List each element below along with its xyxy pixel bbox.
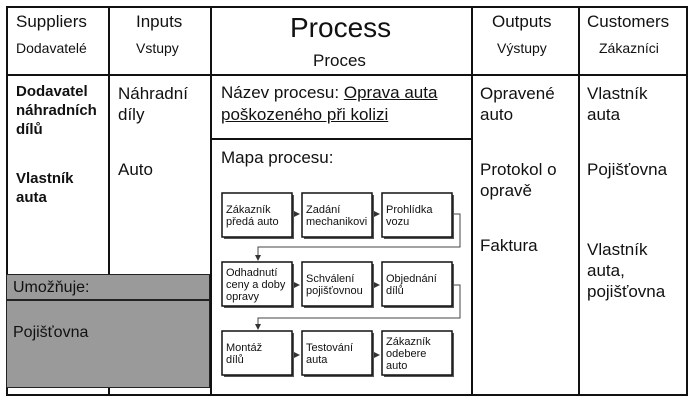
input-item: Náhradní díly: [118, 84, 188, 124]
enablers-divider: [7, 299, 209, 301]
process-step-box: [381, 192, 453, 238]
process-step-box: [381, 261, 453, 307]
enablers-title: Umožňuje:: [13, 279, 90, 296]
column-divider: [471, 6, 473, 396]
process-step-box: [301, 261, 373, 307]
input-item: Auto: [118, 160, 153, 179]
process-subheader: Proces: [313, 51, 366, 70]
process-name-label: Název procesu:: [221, 83, 340, 102]
output-item: Opravené auto: [480, 84, 555, 124]
sipoc-table: [6, 6, 688, 396]
inputs-header: Inputs: [136, 12, 183, 31]
supplier-item: Dodavatel náhradních dílů: [16, 83, 97, 138]
process-name-value: Oprava auta poškozeného při kolizi: [221, 83, 438, 124]
suppliers-header: Suppliers: [16, 12, 87, 31]
customer-item: Vlastník auta: [587, 84, 648, 124]
process-step-box: [301, 330, 373, 376]
outputs-header: Outputs: [492, 12, 552, 31]
output-item: Faktura: [480, 236, 538, 255]
customer-item: Pojišťovna: [587, 160, 668, 179]
enabler-item: Pojišťovna: [13, 324, 89, 341]
customers-header: Customers: [587, 12, 670, 31]
process-header: Process: [290, 12, 392, 43]
column-divider: [578, 6, 580, 396]
customer-item: Vlastník auta, pojišťovna: [587, 240, 666, 301]
enablers-box: Umožňuje: Pojišťovna: [6, 274, 210, 388]
supplier-item: Vlastník auta: [16, 170, 74, 206]
column-divider: [108, 6, 110, 396]
inputs-subheader: Vstupy: [136, 40, 179, 56]
process-step-box: [221, 261, 293, 307]
output-item: Protokol o opravě: [480, 160, 557, 200]
process-step-box: [301, 192, 373, 238]
column-divider: [210, 6, 212, 396]
flow-arrow: [255, 284, 461, 330]
process-step-box: [381, 330, 453, 376]
header-divider: [6, 74, 688, 76]
customers-subheader: Zákazníci: [599, 40, 659, 56]
flow-arrow: [255, 213, 461, 261]
process-name-divider: [210, 138, 471, 140]
process-name: Název procesu: Oprava auta poškozeného p…: [221, 82, 471, 126]
suppliers-subheader: Dodavatelé: [16, 40, 87, 56]
outputs-subheader: Výstupy: [497, 40, 547, 56]
process-step-box: [221, 192, 293, 238]
process-step-box: [221, 330, 293, 376]
process-map-label: Mapa procesu:: [221, 148, 334, 167]
